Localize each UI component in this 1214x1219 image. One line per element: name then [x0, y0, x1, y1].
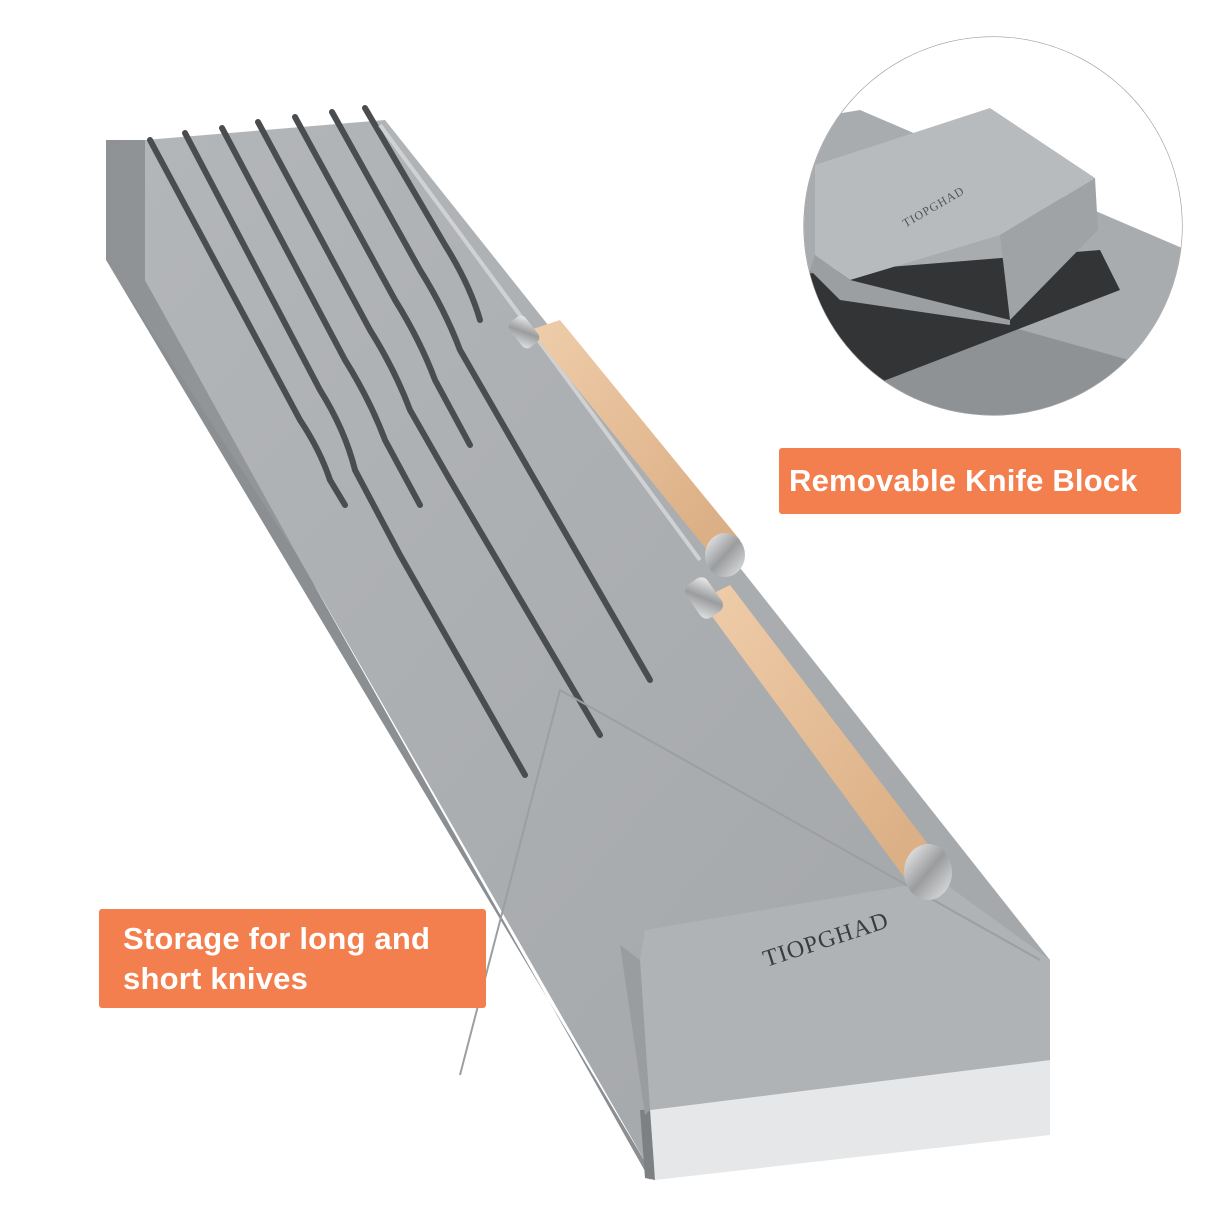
knife-long — [378, 123, 745, 577]
removable-knife-block-label: Removable Knife Block — [779, 448, 1181, 514]
inset-zoom-circle — [803, 36, 1183, 416]
knife-short — [685, 577, 952, 900]
tray-front-face — [650, 1060, 1050, 1180]
removable-label-text: Removable Knife Block — [789, 463, 1138, 498]
front-block — [640, 880, 1050, 1110]
knife-slots — [147, 105, 653, 778]
storage-label-line1: Storage for long and — [123, 921, 431, 956]
storage-label: Storage for long and short knives — [99, 909, 486, 1008]
storage-label-line2: short knives — [123, 961, 309, 996]
